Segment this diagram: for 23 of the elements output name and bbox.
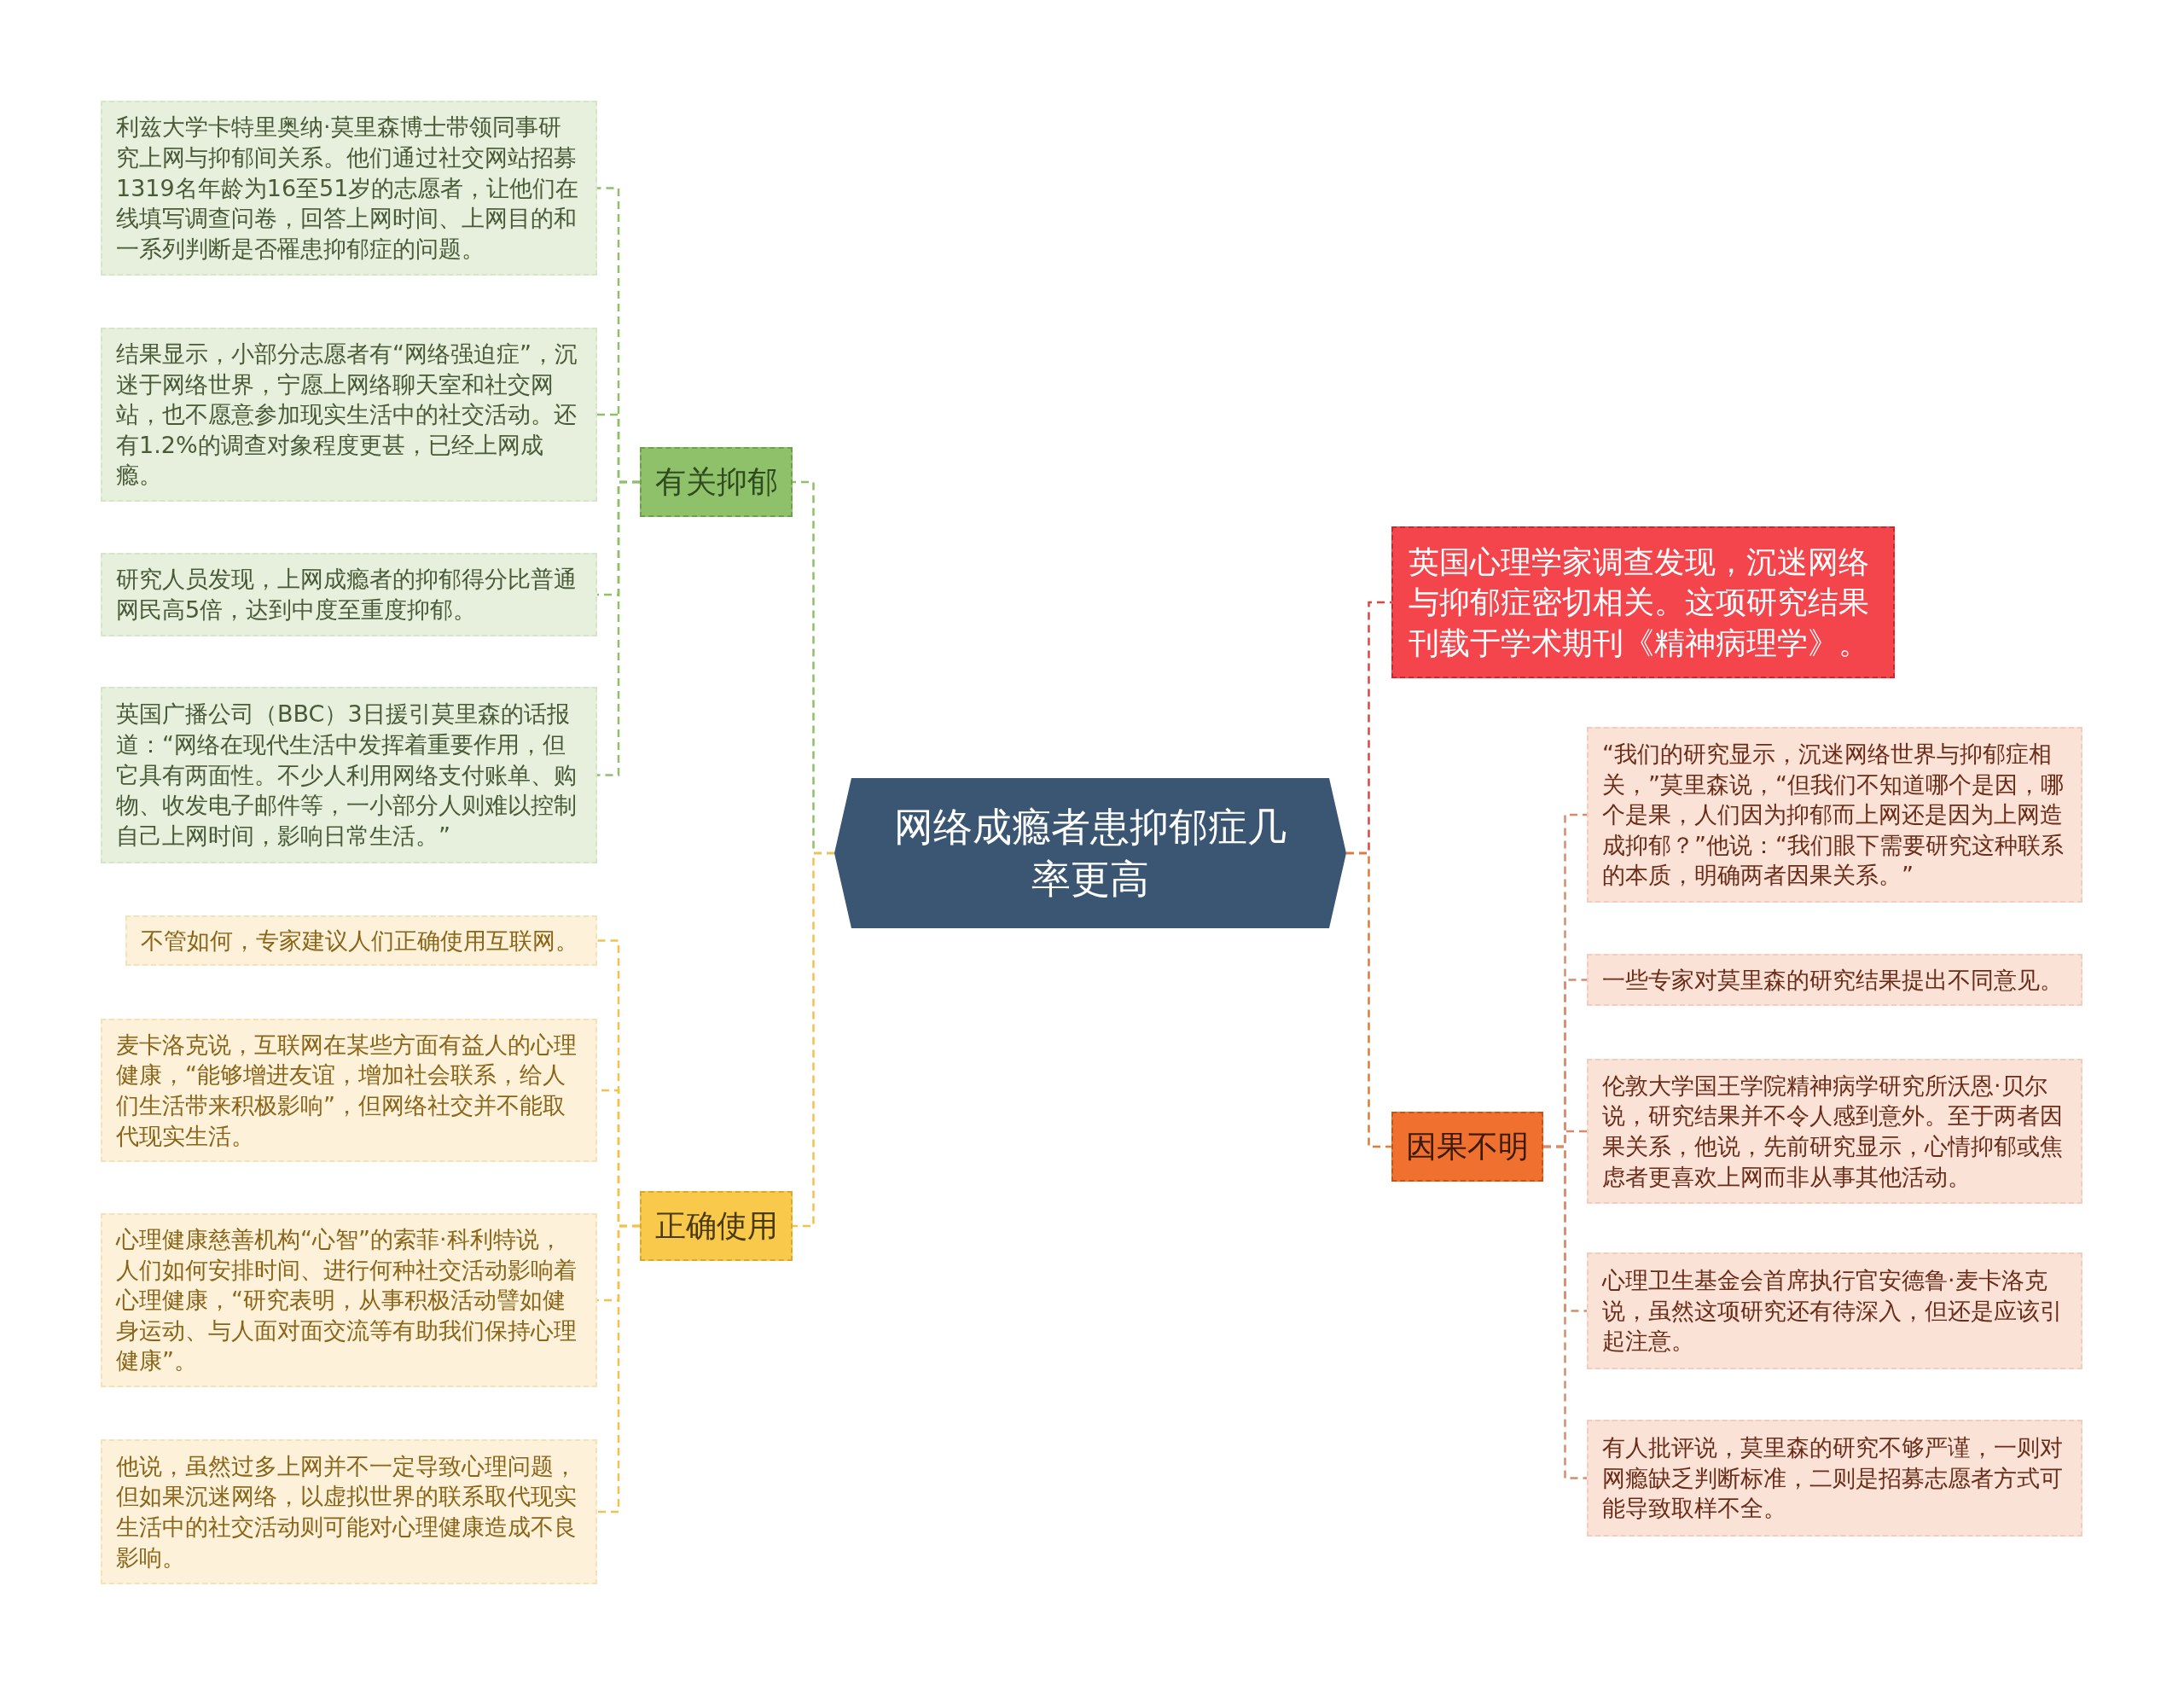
topic-hexagon: 网络成瘾者患抑郁症几率更高 <box>834 778 1346 928</box>
branch-box: 因果不明 <box>1391 1112 1543 1182</box>
text-card: 研究人员发现，上网成瘾者的抑郁得分比普通网民高5倍，达到中度至重度抑郁。 <box>101 553 597 636</box>
branch-box: 有关抑郁 <box>640 447 793 517</box>
summary-box: 英国心理学家调查发现，沉迷网络与抑郁症密切相关。这项研究结果刊载于学术期刊《精神病理学》。 <box>1391 526 1895 678</box>
branch-box: 正确使用 <box>640 1191 793 1261</box>
connector <box>1346 851 1391 1148</box>
connector <box>793 851 834 1228</box>
text-card: 伦敦大学国王学院精神病学研究所沃恩·贝尔说，研究结果并不令人感到意外。至于两者因果关系，他说，先前研究显示，心情抑郁或焦虑者更喜欢上网而非从事其他活动。 <box>1587 1059 2082 1204</box>
text-card: 利兹大学卡特里奥纳·莫里森博士带领同事研究上网与抑郁间关系。他们通过社交网站招募1319名年龄为16至51岁的志愿者，让他们在线填写调查问卷，回答上网时间、上网目的和一系列判断是否罹患抑郁症的问题。 <box>101 101 597 276</box>
text-card: 不管如何，专家建议人们正确使用互联网。 <box>125 915 597 966</box>
text-card: “我们的研究显示，沉迷网络世界与抑郁症相关，”莫里森说，“但我们不知道哪个是因，哪个是果，人们因为抑郁而上网还是因为上网造成抑郁？”他说：“我们眼下需要研究这种联系的本质，明确两者因果关系。” <box>1587 727 2082 903</box>
connector <box>1543 1145 1587 1479</box>
text-card: 心理卫生基金会首席执行官安德鲁·麦卡洛克说，虽然这项研究还有待深入，但还是应该引起注意。 <box>1587 1252 2082 1369</box>
text-card: 心理健康慈善机构“心智”的索菲·科利特说，人们如何安排时间、进行何种社交活动影响着心理健康，“研究表明，从事积极活动譬如健身运动、与人面对面交流等有助我们保持心理健康”。 <box>101 1213 597 1387</box>
text-card: 结果显示，小部分志愿者有“网络强迫症”，沉迷于网络世界，宁愿上网络聊天室和社交网站，也不愿意参加现实生活中的社交活动。还有1.2%的调查对象程度更甚，已经上网成瘾。 <box>101 328 597 502</box>
text-card: 英国广播公司（BBC）3日援引莫里森的话报道：“网络在现代生活中发挥着重要作用，但它具有两面性。不少人利用网络支付账单、购物、收发电子邮件等，一小部分人则难以控制自己上网时间，影响日常生活。” <box>101 687 597 863</box>
connector <box>597 480 640 776</box>
text-card: 麦卡洛克说，互联网在某些方面有益人的心理健康，“能够增进友谊，增加社会联系，给人们生活带来积极影响”，但网络社交并不能取代现实生活。 <box>101 1019 597 1162</box>
connector <box>597 1224 640 1514</box>
text-card: 有人批评说，莫里森的研究不够严谨，一则对网瘾缺乏判断标准，二则是招募志愿者方式可能导致取样不全。 <box>1587 1420 2082 1537</box>
text-card: 他说，虽然过多上网并不一定导致心理问题，但如果沉迷网络，以虚拟世界的联系取代现实生活中的社交活动则可能对心理健康造成不良影响。 <box>101 1439 597 1584</box>
text-card: 一些专家对莫里森的研究结果提出不同意见。 <box>1587 954 2082 1006</box>
